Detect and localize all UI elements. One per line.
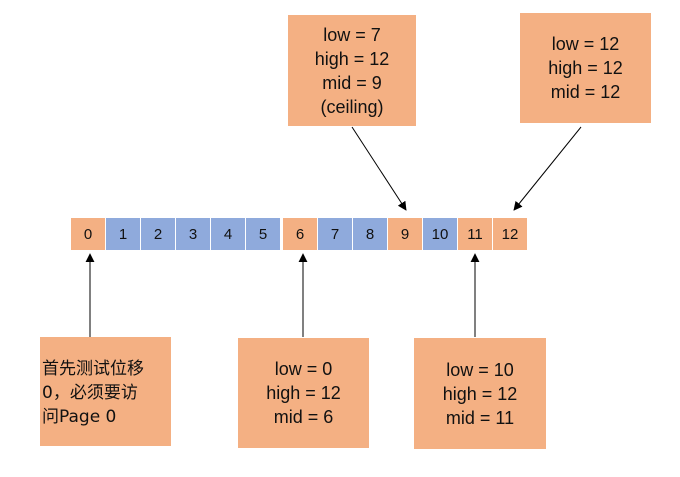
state-box-top-right: low = 12 high = 12 mid = 12 <box>520 13 651 123</box>
box-line: high = 12 <box>442 383 518 404</box>
cell-label: 8 <box>365 225 375 243</box>
array-cell-6: 6 <box>283 218 317 250</box>
box-line: mid = 11 <box>445 407 515 428</box>
array-cell-8: 8 <box>353 218 387 250</box>
cell-label: 12 <box>501 225 519 243</box>
array-cell-3: 3 <box>176 218 210 250</box>
box-line: high = 12 <box>266 383 341 403</box>
box-line: mid = 12 <box>550 82 621 102</box>
cell-label: 3 <box>188 225 198 243</box>
array-cell-4: 4 <box>211 218 245 250</box>
box-line: mid = 9 <box>322 72 382 93</box>
box-line: high = 12 <box>548 58 623 78</box>
array-cell-0: 0 <box>71 218 105 250</box>
state-box-top-mid: low = 7 high = 12 mid = 9 (ceiling) <box>288 15 416 126</box>
cell-label: 6 <box>295 225 305 243</box>
box-line: (ceiling) <box>320 96 384 117</box>
arrow-to-cell-12 <box>513 126 582 211</box>
array-cell-1: 1 <box>106 218 140 250</box>
array-cell-5: 5 <box>246 218 280 250</box>
box-line: mid = 6 <box>273 407 334 427</box>
array-cell-11: 11 <box>458 218 492 250</box>
cell-label: 10 <box>431 225 449 243</box>
arrow-to-cell-9 <box>351 126 407 211</box>
box-line: low = 7 <box>323 24 381 45</box>
box-line: low = 12 <box>551 34 620 54</box>
note-box-first-test: 首先测试位移 0，必须要访 问Page 0 <box>40 337 171 446</box>
cell-label: 11 <box>467 225 483 243</box>
note-line: 首先测试位移 <box>42 359 144 379</box>
cell-label: 5 <box>258 225 268 243</box>
cell-label: 0 <box>83 225 93 243</box>
box-line: low = 0 <box>274 359 333 379</box>
array-cell-7: 7 <box>318 218 352 250</box>
box-line: low = 10 <box>446 359 514 380</box>
cell-label: 1 <box>118 225 128 243</box>
cell-label: 2 <box>153 225 163 243</box>
box-line: high = 12 <box>314 48 390 69</box>
cell-label: 9 <box>400 225 410 243</box>
array-cell-2: 2 <box>141 218 175 250</box>
array-cell-10: 10 <box>423 218 457 250</box>
note-line: 0，必须要访 <box>42 383 138 403</box>
note-line: 问Page 0 <box>42 407 117 427</box>
array-cell-12: 12 <box>493 218 527 250</box>
cell-label: 7 <box>330 225 340 243</box>
state-box-bottom-right: low = 10 high = 12 mid = 11 <box>414 338 546 449</box>
cell-label: 4 <box>223 225 233 243</box>
state-box-bottom-mid: low = 0 high = 12 mid = 6 <box>238 338 369 448</box>
array-cell-9: 9 <box>388 218 422 250</box>
